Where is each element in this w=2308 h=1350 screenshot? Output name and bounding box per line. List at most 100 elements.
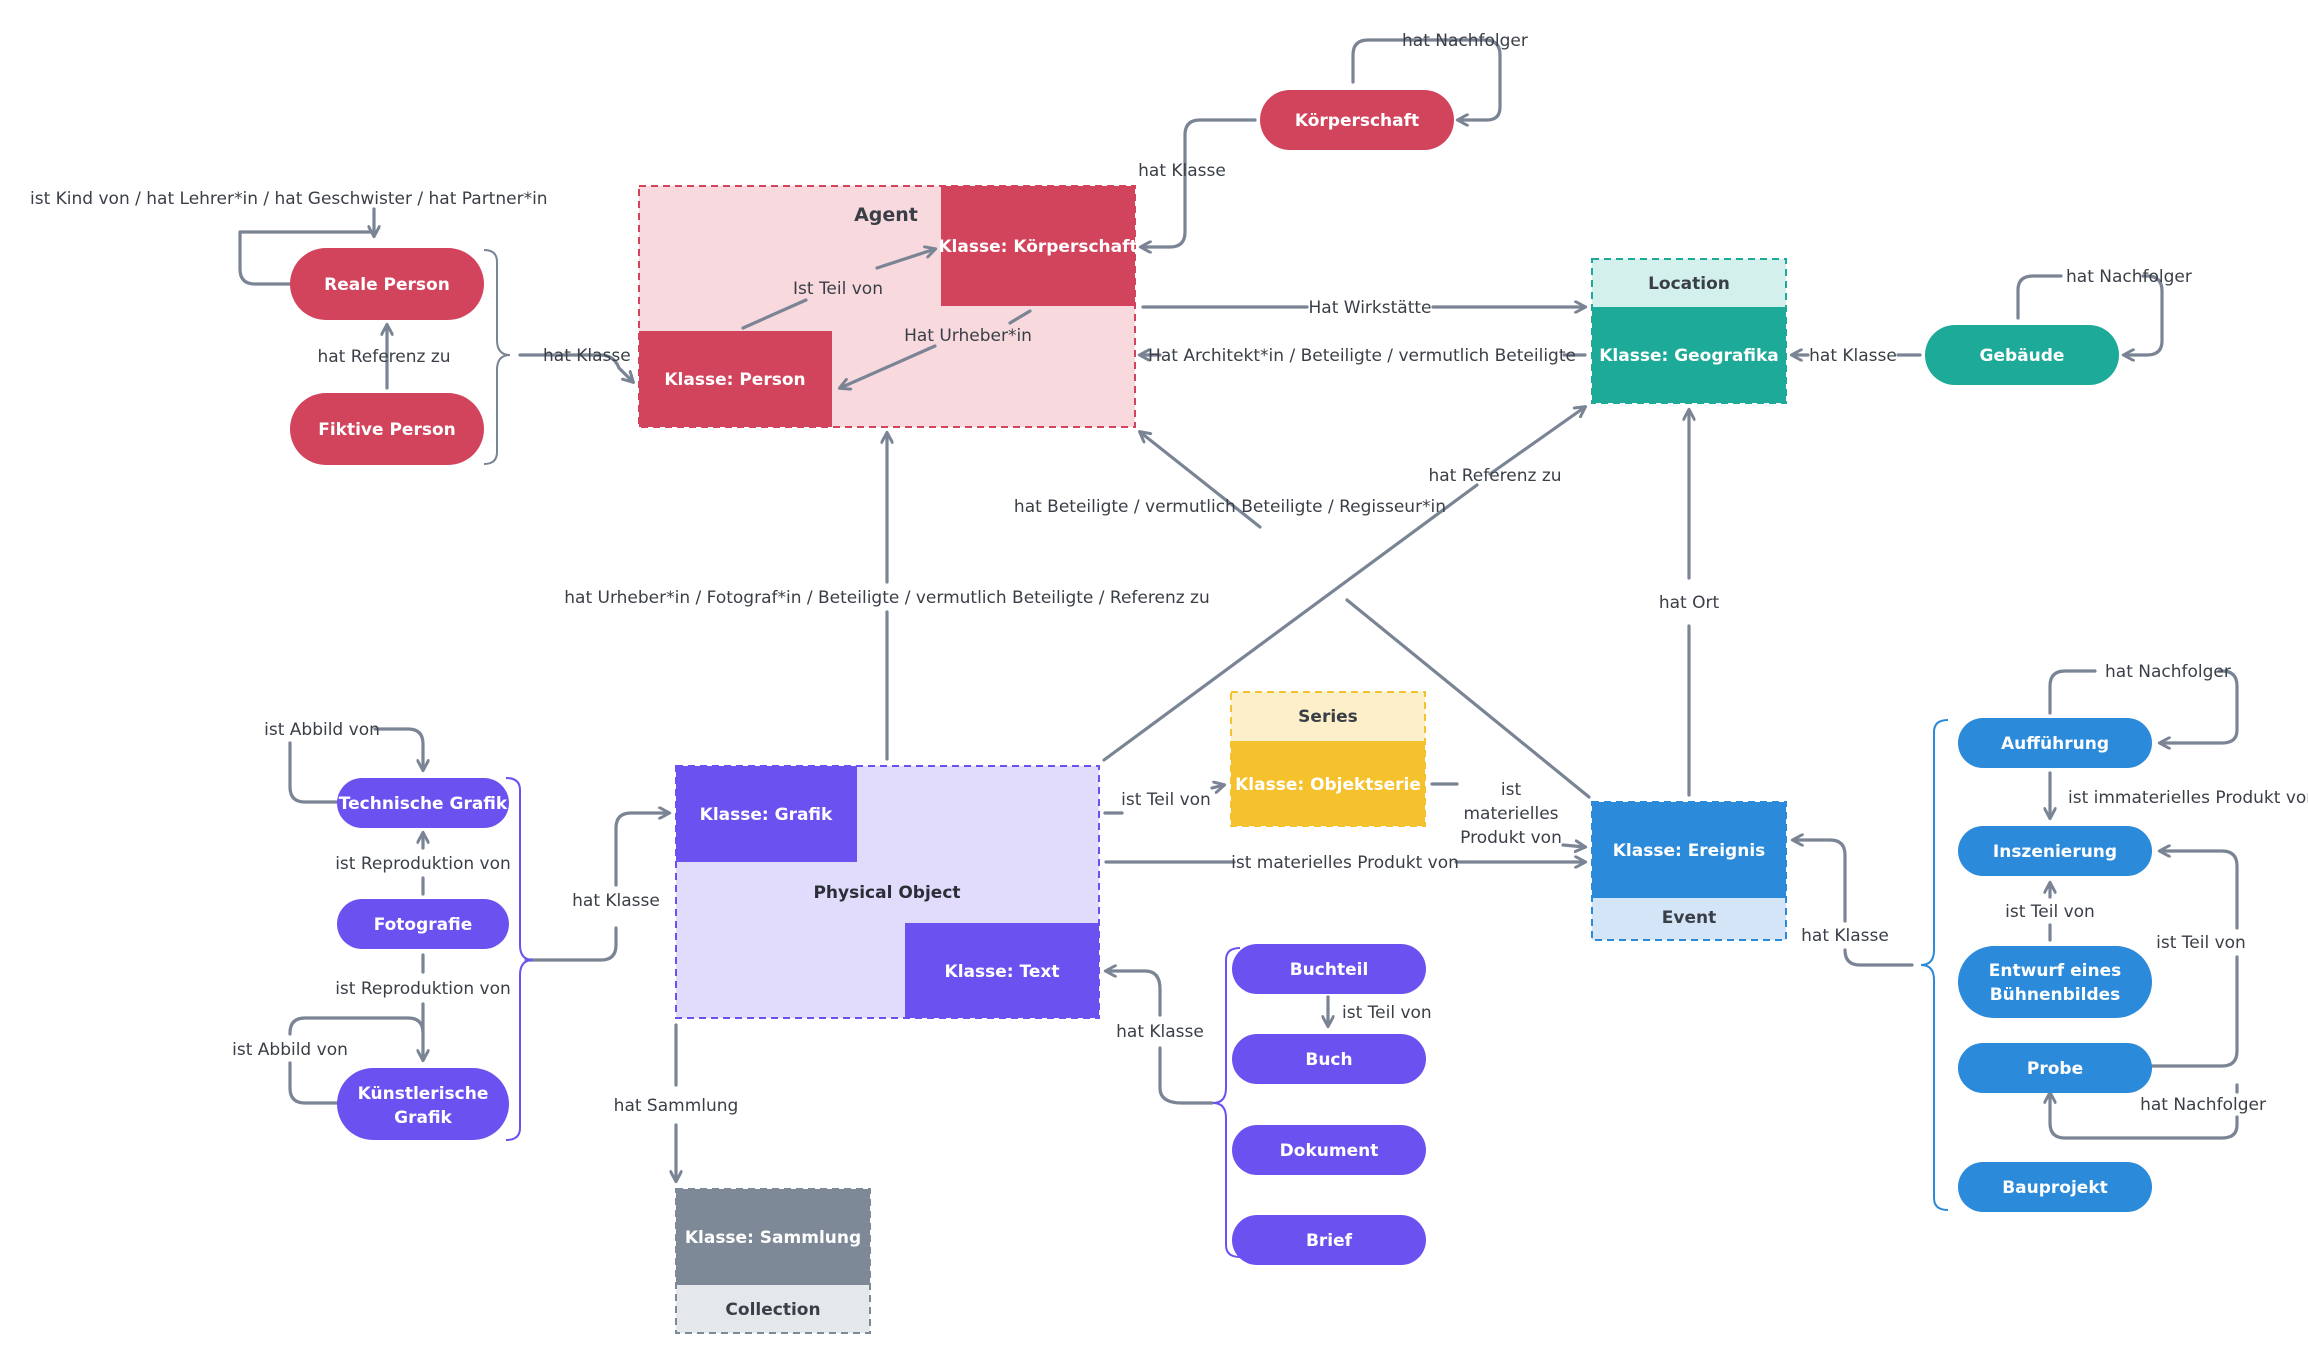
label-hat-wirkstaette: Hat Wirkstätte [1309,298,1432,318]
text-brace [1212,947,1241,1258]
label-entwurf-ist-teil-von: ist Teil von [2005,902,2095,922]
edge-text-hat-klasse [1106,971,1214,1105]
collection-group-title: Collection [725,1300,820,1320]
event-brace [1920,719,1949,1211]
node-brief[interactable] [1232,1215,1426,1265]
label-object-urheber: hat Urheber*in / Fotograf*in / Beteiligt… [564,588,1210,608]
agent-group-title: Agent [854,204,918,226]
label-event-referenz: hat Referenz zu [1428,466,1561,486]
grafik-brace [505,777,534,1141]
class-sammlung[interactable] [676,1189,870,1285]
class-person[interactable] [639,331,832,427]
label-series-materielles-2: materielles [1463,804,1558,824]
location-group-title: Location [1648,274,1730,294]
label-ist-abbild-von-2: ist Abbild von [232,1040,348,1060]
node-technische-grafik[interactable] [337,778,509,828]
label-auffuehrung-nachfolger: hat Nachfolger [2105,662,2231,682]
edge-auffuehrung-nachfolger [2048,669,2239,743]
node-inszenierung[interactable] [1958,826,2152,876]
label-gebaeude-nachfolger: hat Nachfolger [2066,267,2192,287]
class-grafik-label: Klasse: Grafik [700,805,833,825]
node-reale-person[interactable] [290,248,484,320]
edge-person-relations [238,230,376,286]
class-ereignis[interactable] [1592,802,1786,898]
edge-series-materielles [1430,782,1585,847]
node-fotografie[interactable] [337,899,509,949]
node-kuenstlerische-grafik-label-1: Künstlerische [358,1084,489,1104]
node-bauprojekt-label: Bauprojekt [2002,1178,2108,1198]
label-probe-nachfolger: hat Nachfolger [2140,1095,2266,1115]
label-ist-reproduktion-1: ist Reproduktion von [335,854,511,874]
label-hat-referenz-zu: hat Referenz zu [317,347,450,367]
edge-event-beteiligte [1140,432,1591,799]
label-hat-sammlung: hat Sammlung [614,1096,739,1116]
label-event-beteiligte: hat Beteiligte / vermutlich Beteiligte /… [1014,497,1446,517]
edge-grafik-hat-klasse [524,813,669,962]
label-hat-urheber: Hat Urheber*in [904,326,1032,346]
node-fotografie-label: Fotografie [374,915,473,935]
class-text-label: Klasse: Text [945,962,1060,982]
event-group-title: Event [1662,908,1716,928]
class-text[interactable] [905,923,1099,1018]
node-koerperschaft-label: Körperschaft [1295,111,1419,131]
node-entwurf-buehnenbild[interactable] [1958,946,2152,1018]
node-kuenstlerische-grafik[interactable] [337,1068,509,1140]
node-buchteil[interactable] [1232,944,1426,994]
label-person-hat-klasse: hat Klasse [543,346,631,366]
label-series-materielles-1: ist [1501,780,1522,800]
class-ereignis-label: Klasse: Ereignis [1613,841,1766,861]
edge-object-ist-teil-von [1103,785,1224,815]
edge-probe-ist-teil-von [2146,851,2239,1068]
label-hat-architekt: Hat Architekt*in / Beteiligte / vermutli… [1148,346,1576,366]
class-objektserie[interactable] [1231,741,1425,826]
label-event-hat-klasse: hat Klasse [1801,926,1889,946]
edge-person-hat-klasse [518,353,633,382]
node-reale-person-label: Reale Person [324,275,450,295]
class-grafik[interactable] [676,766,857,862]
node-inszenierung-label: Inszenierung [1993,842,2117,862]
edge-koerperschaft-hat-klasse [1141,118,1257,247]
label-koerperschaft-nachfolger: hat Nachfolger [1402,31,1528,51]
node-fiktive-person[interactable] [290,393,484,465]
node-probe-label: Probe [2027,1059,2083,1079]
node-gebaeude[interactable] [1925,325,2119,385]
node-entwurf-label-2: Bühnenbildes [1990,985,2121,1005]
edge-hat-urheber [840,309,1032,388]
node-buch[interactable] [1232,1034,1426,1084]
label-object-materielles: ist materielles Produkt von [1231,853,1459,873]
class-geografika[interactable] [1592,307,1786,403]
node-dokument[interactable] [1232,1125,1426,1175]
edge-ist-abbild-von-1 [288,741,339,804]
label-grafik-hat-klasse: hat Klasse [572,891,660,911]
class-objektserie-label: Klasse: Objektserie [1235,775,1421,795]
node-kuenstlerische-grafik-label-2: Grafik [394,1108,452,1128]
edge-ist-abbild-von-1b [373,727,423,770]
label-ist-abbild-von-1: ist Abbild von [264,720,380,740]
class-koerperschaft[interactable] [941,186,1135,306]
edge-gebaeude-nachfolger [2016,274,2164,355]
class-koerperschaft-label: Klasse: Körperschaft [938,237,1137,257]
label-buchteil-ist-teil-von: ist Teil von [1342,1003,1432,1023]
node-buchteil-label: Buchteil [1290,960,1369,980]
series-group-title: Series [1298,707,1358,727]
physical-object-group-title: Physical Object [813,883,960,903]
node-buch-label: Buch [1305,1050,1352,1070]
node-auffuehrung-label: Aufführung [2001,734,2109,754]
node-auffuehrung[interactable] [1958,718,2152,768]
edge-object-referenz [1102,407,1585,762]
label-gebaeude-hat-klasse: hat Klasse [1809,346,1897,366]
label-immaterielles: ist immaterielles Produkt von [2068,788,2308,808]
node-fiktive-person-label: Fiktive Person [318,420,456,440]
label-series-materielles-3: Produkt von [1460,828,1562,848]
node-probe[interactable] [1958,1043,2152,1093]
class-person-label: Klasse: Person [664,370,805,390]
label-text-hat-klasse: hat Klasse [1116,1022,1204,1042]
edge-ist-abbild-von-2 [288,1016,425,1105]
node-koerperschaft[interactable] [1260,90,1454,150]
node-bauprojekt[interactable] [1958,1162,2152,1212]
person-brace [483,249,511,465]
class-geografika-label: Klasse: Geografika [1599,346,1779,366]
node-gebaeude-label: Gebäude [1980,346,2065,366]
node-technische-grafik-label: Technische Grafik [339,794,508,814]
